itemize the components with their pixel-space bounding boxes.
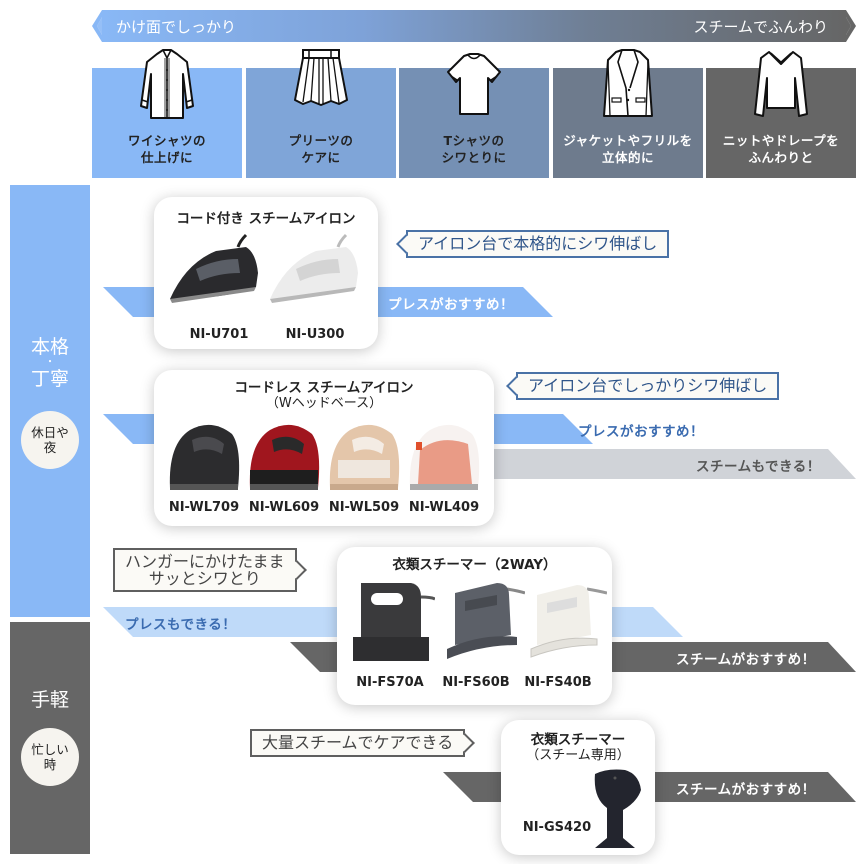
- product-card-corded-iron[interactable]: コード付き スチームアイロン NI-U701 NI-U300: [154, 197, 378, 349]
- model-label: NI-FS40B: [524, 675, 592, 690]
- side-main-line1: 手軽: [30, 689, 69, 711]
- stripe-label: プレスがおすすめ！: [388, 297, 514, 313]
- iron-cordless-red-image: [249, 424, 320, 490]
- model-label: NI-U300: [285, 327, 345, 342]
- product-title: コード付き スチームアイロン: [176, 211, 356, 227]
- iron-cordless-beige-image: [329, 424, 400, 490]
- model-label: NI-GS420: [522, 820, 592, 835]
- model-label: NI-U701: [189, 327, 249, 342]
- jacket-icon: [603, 49, 653, 117]
- stripe-label: スチームもできる！: [696, 459, 821, 475]
- knit-sweater-icon: [754, 51, 808, 117]
- side-main-line1: 本格: [30, 336, 69, 358]
- chevron-right-icon: [842, 10, 856, 42]
- steamer-gray-image: [447, 583, 525, 659]
- category-jacket: ジャケットやフリルを 立体的に: [553, 49, 703, 178]
- category-label-line2: 仕上げに: [140, 150, 193, 165]
- callout-hanger-quick: ハンガーにかけたまま サッとシワとり: [113, 548, 307, 592]
- category-label-line1: プリーツの: [288, 133, 354, 148]
- category-dress-shirt: ワイシャツの 仕上げに: [92, 49, 242, 178]
- model-label: NI-WL609: [248, 500, 320, 515]
- pleated-skirt-icon: [294, 49, 348, 106]
- category-pleated-skirt: プリーツの ケアに: [246, 49, 396, 178]
- stripe-steam-possible: [490, 449, 856, 479]
- callout-large-steam: 大量スチームでケアできる: [250, 729, 476, 757]
- product-subtitle: （Wヘッドベース）: [265, 396, 383, 411]
- category-label-line2: 立体的に: [601, 150, 654, 165]
- iron-white-image: [270, 233, 358, 303]
- model-label: NI-WL409: [408, 500, 480, 515]
- steamer-handheld-image: [594, 769, 641, 848]
- iron-cordless-black-image: [169, 424, 240, 490]
- stripe-label: プレスがおすすめ！: [578, 424, 704, 440]
- category-label-line1: ワイシャツの: [127, 133, 206, 148]
- dress-shirt-icon: [140, 49, 194, 119]
- iron-black-image: [170, 233, 258, 303]
- scale-left-label: かけ面でしっかり: [116, 18, 237, 36]
- product-title: 衣類スチーマー（2WAY）: [392, 557, 557, 573]
- category-label-line1: ジャケットやフリルを: [563, 133, 693, 148]
- product-title: 衣類スチーマー: [530, 732, 626, 748]
- product-card-cordless-iron[interactable]: コードレス スチームアイロン （Wヘッドベース） NI-WL709 NI-WL6…: [154, 370, 494, 526]
- category-label-line2: ふんわりと: [748, 150, 814, 165]
- model-label: NI-WL509: [328, 500, 400, 515]
- product-subtitle: （スチーム専用）: [526, 748, 630, 763]
- category-knit-sweater: ニットやドレープを ふんわりと: [706, 51, 856, 178]
- category-label-line2: ケアに: [301, 150, 341, 165]
- category-label-line1: ニットやドレープを: [722, 133, 840, 148]
- side-category-thorough: 本格 ・ 丁寧 休日や 夜: [10, 185, 90, 617]
- side-badge-busy: 忙しい 時: [21, 728, 79, 786]
- model-label: NI-FS70A: [356, 675, 424, 690]
- model-label: NI-WL709: [168, 500, 240, 515]
- callout-ironing-board-firm: アイロン台でしっかりシワ伸ばし: [506, 372, 780, 400]
- callout-ironing-board-full: アイロン台で本格的にシワ伸ばし: [396, 230, 670, 258]
- product-card-steam-only-steamer[interactable]: 衣類スチーマー （スチーム専用） NI-GS420: [501, 720, 655, 855]
- stripe-label: スチームがおすすめ！: [676, 782, 816, 798]
- scale-right-label: スチームでふんわり: [693, 18, 828, 36]
- product-title: コードレス スチームアイロン: [234, 380, 414, 396]
- scale-bar: かけ面でしっかり スチームでふんわり: [92, 10, 856, 42]
- side-main-dot: ・: [45, 357, 55, 368]
- iron-cordless-white-image: [409, 424, 480, 490]
- side-category-casual: 手軽 忙しい 時: [10, 622, 90, 854]
- model-label: NI-FS60B: [442, 675, 510, 690]
- t-shirt-icon: [447, 53, 501, 115]
- steamer-white-image: [530, 585, 607, 658]
- category-label-line1: Tシャツの: [443, 133, 505, 148]
- category-t-shirt: Tシャツの シワとりに: [399, 53, 549, 178]
- steamer-black-image: [353, 583, 435, 661]
- product-card-2way-steamer[interactable]: 衣類スチーマー（2WAY） NI-FS70A NI-FS60B NI-FS40B: [337, 547, 612, 705]
- stripe-label: スチームがおすすめ！: [676, 652, 816, 668]
- stripe-label: プレスもできる！: [125, 617, 237, 633]
- side-badge-holiday: 休日や 夜: [21, 411, 79, 469]
- side-main-line2: 丁寧: [30, 368, 69, 390]
- scale-gradient: [102, 10, 846, 42]
- category-label-line2: シワとりに: [441, 150, 507, 165]
